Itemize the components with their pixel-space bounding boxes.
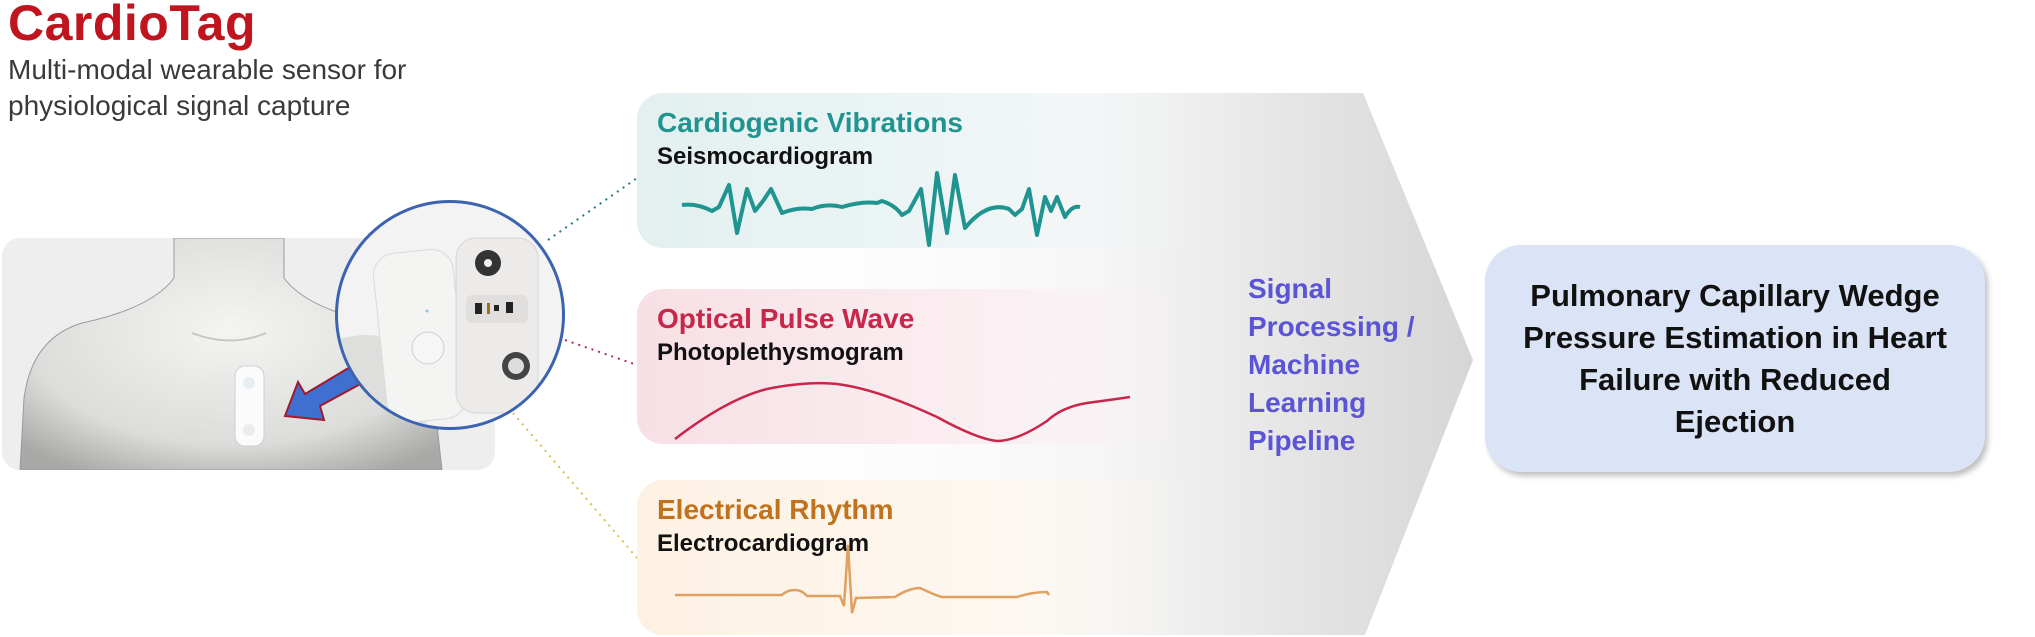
pipeline-line: Signal: [1248, 273, 1333, 304]
brand-title: CardioTag: [8, 0, 257, 51]
pipeline-line: Learning: [1248, 387, 1367, 418]
outcome-text: Pulmonary Capillary Wedge Pressure Estim…: [1523, 277, 1947, 439]
scg-waveform: [681, 171, 1081, 247]
ppg-waveform: [674, 381, 1131, 443]
panel-subtitle: Electrocardiogram: [657, 530, 870, 557]
chest-patch-device: [234, 365, 265, 447]
signal-panel-scg: Cardiogenic Vibrations Seismocardiogram: [637, 93, 1197, 248]
ecg-waveform: [675, 544, 1051, 614]
device-closeup-circle: [335, 200, 565, 430]
pipeline-line: Machine: [1248, 349, 1361, 380]
signal-panel-ecg: Electrical Rhythm Electrocardiogram: [637, 480, 1197, 635]
pipeline-line: Pipeline: [1248, 425, 1356, 456]
connector-lines: [512, 175, 641, 559]
panel-subtitle: Seismocardiogram: [657, 143, 874, 170]
panel-title: Cardiogenic Vibrations: [657, 107, 963, 138]
pipeline-label: Signal Processing / Machine Learning Pip…: [1248, 270, 1468, 460]
panel-subtitle: Photoplethysmogram: [657, 339, 904, 366]
panel-title: Optical Pulse Wave: [657, 303, 915, 334]
device-closeup: [338, 237, 539, 427]
outcome-box: Pulmonary Capillary Wedge Pressure Estim…: [1485, 245, 1985, 472]
brand-subtitle: Multi-modal wearable sensor for physiolo…: [8, 54, 407, 121]
signal-panel-ppg: Optical Pulse Wave Photoplethysmogram: [637, 289, 1197, 444]
panel-title: Electrical Rhythm: [657, 494, 894, 525]
pipeline-line: Processing /: [1248, 311, 1415, 342]
